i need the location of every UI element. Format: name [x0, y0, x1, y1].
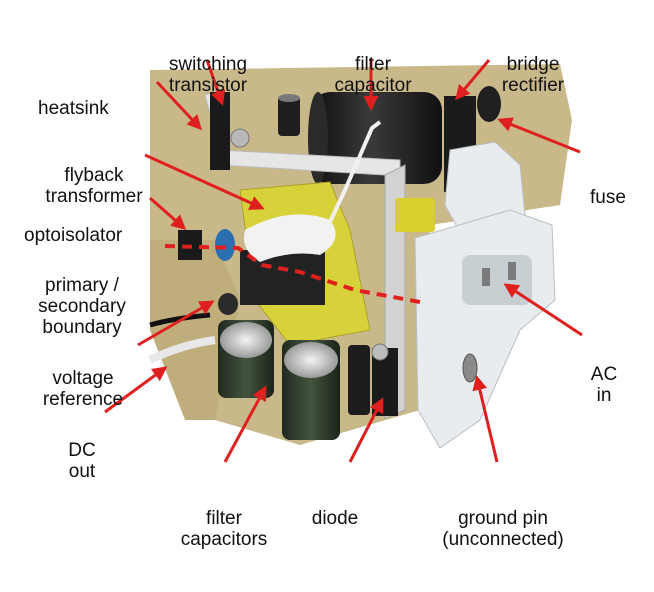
- small-capacitor-top: [278, 94, 300, 102]
- small-black-capacitor: [348, 345, 370, 415]
- primary-secondary-boundary-line: [164, 244, 421, 304]
- arrow-bridge-rectifier: [455, 59, 491, 101]
- label-heatsink: heatsink: [38, 98, 109, 119]
- dc-out-capacitor-top: [220, 322, 272, 358]
- ac-pin-right: [508, 262, 516, 280]
- arrow-flyback-transformer: [144, 153, 265, 210]
- fuse-body: [477, 86, 501, 122]
- arrow-ground-pin: [472, 375, 499, 463]
- diode-screw: [371, 343, 389, 361]
- ac-pin-left: [482, 268, 490, 286]
- glue-string: [328, 120, 382, 223]
- label-ground-pin: ground pin(unconnected): [442, 508, 564, 550]
- arrow-optoisolator: [149, 196, 187, 230]
- arrow-heatsink: [155, 80, 203, 131]
- filter-capacitors-top: [284, 342, 338, 378]
- arrow-filter-capacitors: [223, 385, 267, 463]
- pcb-board-lower: [150, 240, 240, 420]
- label-diode: diode: [311, 508, 359, 529]
- transistor-screw: [230, 128, 250, 148]
- yellow-capacitor: [395, 198, 435, 232]
- label-optoisolator: optoisolator: [24, 225, 123, 246]
- arrow-switching-transistor: [205, 59, 226, 106]
- dc-out-cable: [148, 336, 216, 364]
- small-capacitor: [278, 96, 300, 136]
- arrow-ac-in: [503, 283, 583, 337]
- glue-blob: [244, 214, 336, 262]
- label-fuse: fuse: [590, 187, 626, 208]
- switching-transistor-body: [210, 92, 230, 170]
- arrow-voltage-reference: [137, 300, 215, 347]
- blue-capacitor: [215, 229, 235, 261]
- arrow-dc-out: [104, 366, 168, 414]
- arrow-diode: [348, 397, 384, 463]
- arrow-fuse: [497, 117, 581, 154]
- power-supply-photo: [104, 58, 583, 463]
- dc-out-cable-black: [149, 312, 211, 328]
- ac-inlet-recess: [462, 255, 532, 305]
- arrows: [104, 58, 583, 463]
- ground-pin-part: [462, 353, 478, 383]
- voltage-reference-part: [218, 293, 238, 315]
